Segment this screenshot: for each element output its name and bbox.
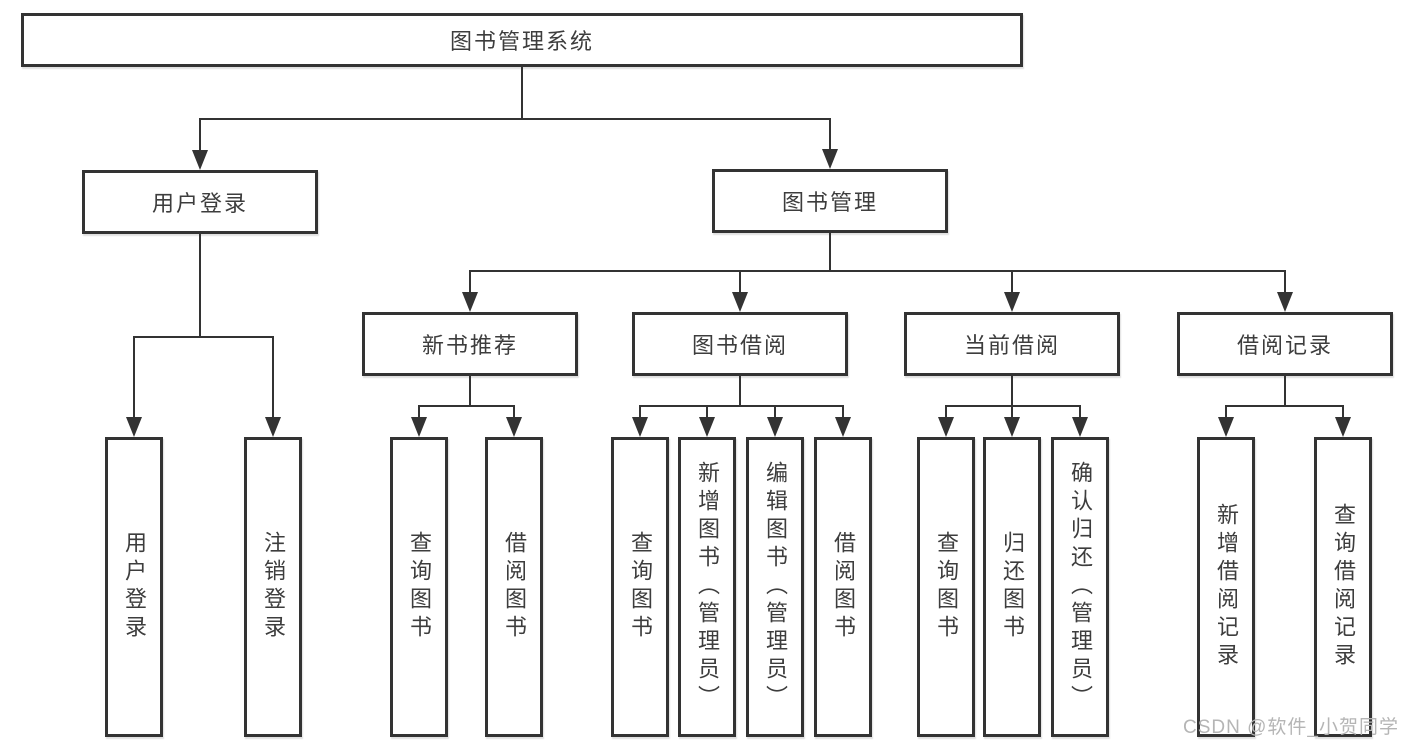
node-new-book-recommend: 新书推荐 [362, 312, 578, 376]
connector-line [1011, 405, 1013, 419]
connector-line [1225, 405, 1344, 407]
arrowhead-down-icon [462, 292, 478, 312]
arrowhead-down-icon [1218, 417, 1234, 437]
connector-line [945, 405, 947, 419]
arrowhead-down-icon [411, 417, 427, 437]
connector-line [521, 67, 523, 118]
leaf-query-books-borrowing: 查询图书 [611, 437, 669, 737]
arrowhead-down-icon [265, 417, 281, 437]
connector-line [418, 405, 515, 407]
arrowhead-down-icon [1335, 417, 1351, 437]
connector-line [469, 376, 471, 405]
node-book-borrowing: 图书借阅 [632, 312, 848, 376]
connector-line [469, 270, 1286, 272]
node-book-management-system: 图书管理系统 [21, 13, 1023, 67]
arrowhead-down-icon [699, 417, 715, 437]
connector-line [639, 405, 844, 407]
leaf-user-login: 用户登录 [105, 437, 163, 737]
leaf-edit-books-admin: 编辑图书（管理员） [746, 437, 804, 737]
connector-line [199, 118, 201, 152]
arrowhead-down-icon [1277, 292, 1293, 312]
arrowhead-down-icon [822, 149, 838, 169]
connector-line [1079, 405, 1081, 419]
connector-line [1284, 270, 1286, 294]
node-borrowing-records: 借阅记录 [1177, 312, 1393, 376]
node-current-borrowing: 当前借阅 [904, 312, 1120, 376]
arrowhead-down-icon [835, 417, 851, 437]
leaf-return-books: 归还图书 [983, 437, 1041, 737]
leaf-query-books-recommend: 查询图书 [390, 437, 448, 737]
node-book-management: 图书管理 [712, 169, 948, 233]
connector-line [418, 405, 420, 419]
connector-line [1011, 376, 1013, 405]
leaf-confirm-return-admin: 确认归还（管理员） [1051, 437, 1109, 737]
connector-line [774, 405, 776, 419]
connector-line [739, 270, 741, 294]
arrowhead-down-icon [767, 417, 783, 437]
watermark-text: CSDN @软件_小贺同学 [1183, 717, 1399, 738]
connector-line [829, 118, 831, 151]
connector-line [706, 405, 708, 419]
leaf-add-borrow-record: 新增借阅记录 [1197, 437, 1255, 737]
connector-line [1225, 405, 1227, 419]
connector-line [945, 405, 1081, 407]
arrowhead-down-icon [632, 417, 648, 437]
leaf-query-books-current: 查询图书 [917, 437, 975, 737]
arrowhead-down-icon [1072, 417, 1088, 437]
connector-line [739, 376, 741, 405]
connector-line [133, 336, 135, 419]
connector-line [272, 336, 274, 419]
arrowhead-down-icon [126, 417, 142, 437]
connector-line [639, 405, 641, 419]
connector-line [829, 233, 831, 270]
leaf-logout: 注销登录 [244, 437, 302, 737]
node-user-login: 用户登录 [82, 170, 318, 234]
connector-line [513, 405, 515, 419]
connector-line [1284, 376, 1286, 405]
connector-line [199, 234, 201, 336]
connector-line [1011, 270, 1013, 294]
arrowhead-down-icon [938, 417, 954, 437]
connector-line [469, 270, 471, 294]
arrowhead-down-icon [1004, 292, 1020, 312]
arrowhead-down-icon [1004, 417, 1020, 437]
leaf-borrow-books-borrowing: 借阅图书 [814, 437, 872, 737]
arrowhead-down-icon [506, 417, 522, 437]
connector-line [1342, 405, 1344, 419]
leaf-query-borrow-record: 查询借阅记录 [1314, 437, 1372, 737]
leaf-borrow-books-recommend: 借阅图书 [485, 437, 543, 737]
leaf-add-books-admin: 新增图书（管理员） [678, 437, 736, 737]
connector-line [842, 405, 844, 419]
arrowhead-down-icon [192, 150, 208, 170]
connector-line [199, 118, 831, 120]
arrowhead-down-icon [732, 292, 748, 312]
connector-line [133, 336, 274, 338]
